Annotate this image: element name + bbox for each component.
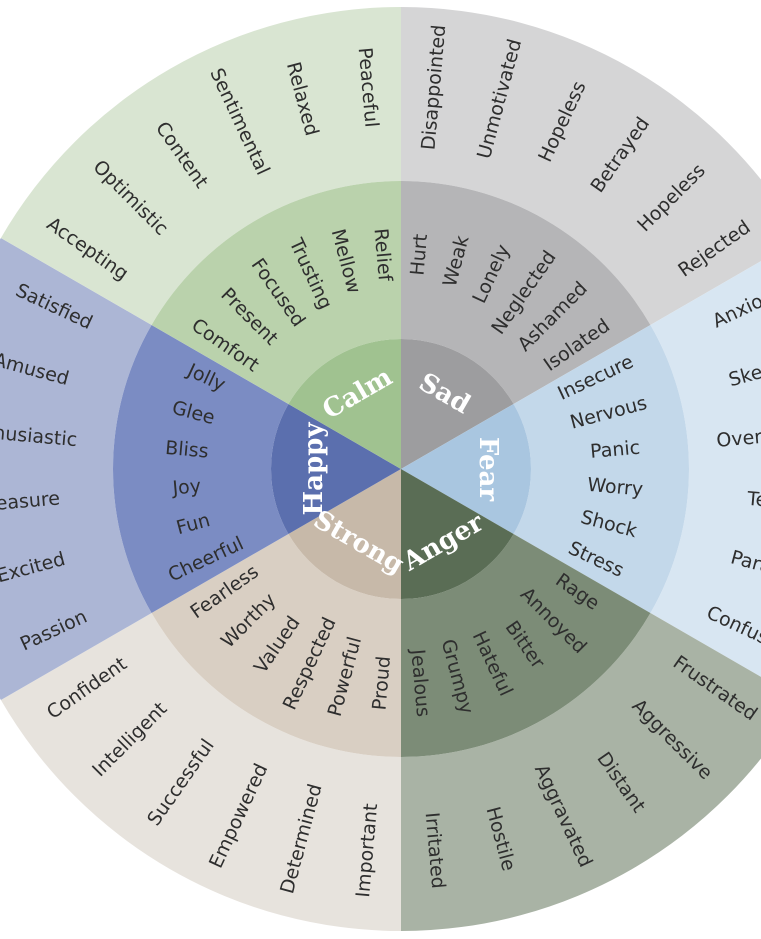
- anger-outer-ring: [401, 613, 761, 931]
- strong-middle-ring: [151, 534, 401, 757]
- calm-core: [288, 339, 401, 469]
- strong-outer-ring: [0, 613, 401, 931]
- happy-outer-ring: [0, 238, 152, 700]
- fear-middle-word: Worry: [586, 474, 644, 501]
- sad-middle-ring: [401, 181, 651, 404]
- happy-middle-word: Bliss: [164, 437, 209, 463]
- happy-core-label: Happy: [299, 422, 329, 516]
- anger-core: [401, 469, 514, 599]
- fear-middle-ring: [513, 325, 689, 613]
- sad-middle-word: Hurt: [406, 233, 432, 276]
- fear-outer-word: Tension: [745, 488, 761, 516]
- fear-core: [401, 404, 531, 534]
- anger-middle-ring: [401, 534, 651, 757]
- strong-middle-word: Proud: [368, 655, 395, 711]
- happy-middle-ring: [113, 325, 289, 613]
- calm-middle-ring: [151, 181, 401, 404]
- calm-outer-ring: [0, 7, 401, 325]
- calm-middle-word: Relief: [369, 227, 396, 283]
- fear-core-label: Fear: [473, 437, 503, 501]
- sad-core: [401, 339, 514, 469]
- fear-outer-ring: [650, 261, 761, 677]
- fear-middle-word: Panic: [589, 437, 641, 463]
- strong-core: [288, 469, 401, 599]
- wheel-rings: [0, 7, 761, 931]
- sad-outer-ring: [401, 7, 761, 325]
- happy-core: [271, 404, 401, 534]
- happy-middle-word: Joy: [171, 475, 202, 499]
